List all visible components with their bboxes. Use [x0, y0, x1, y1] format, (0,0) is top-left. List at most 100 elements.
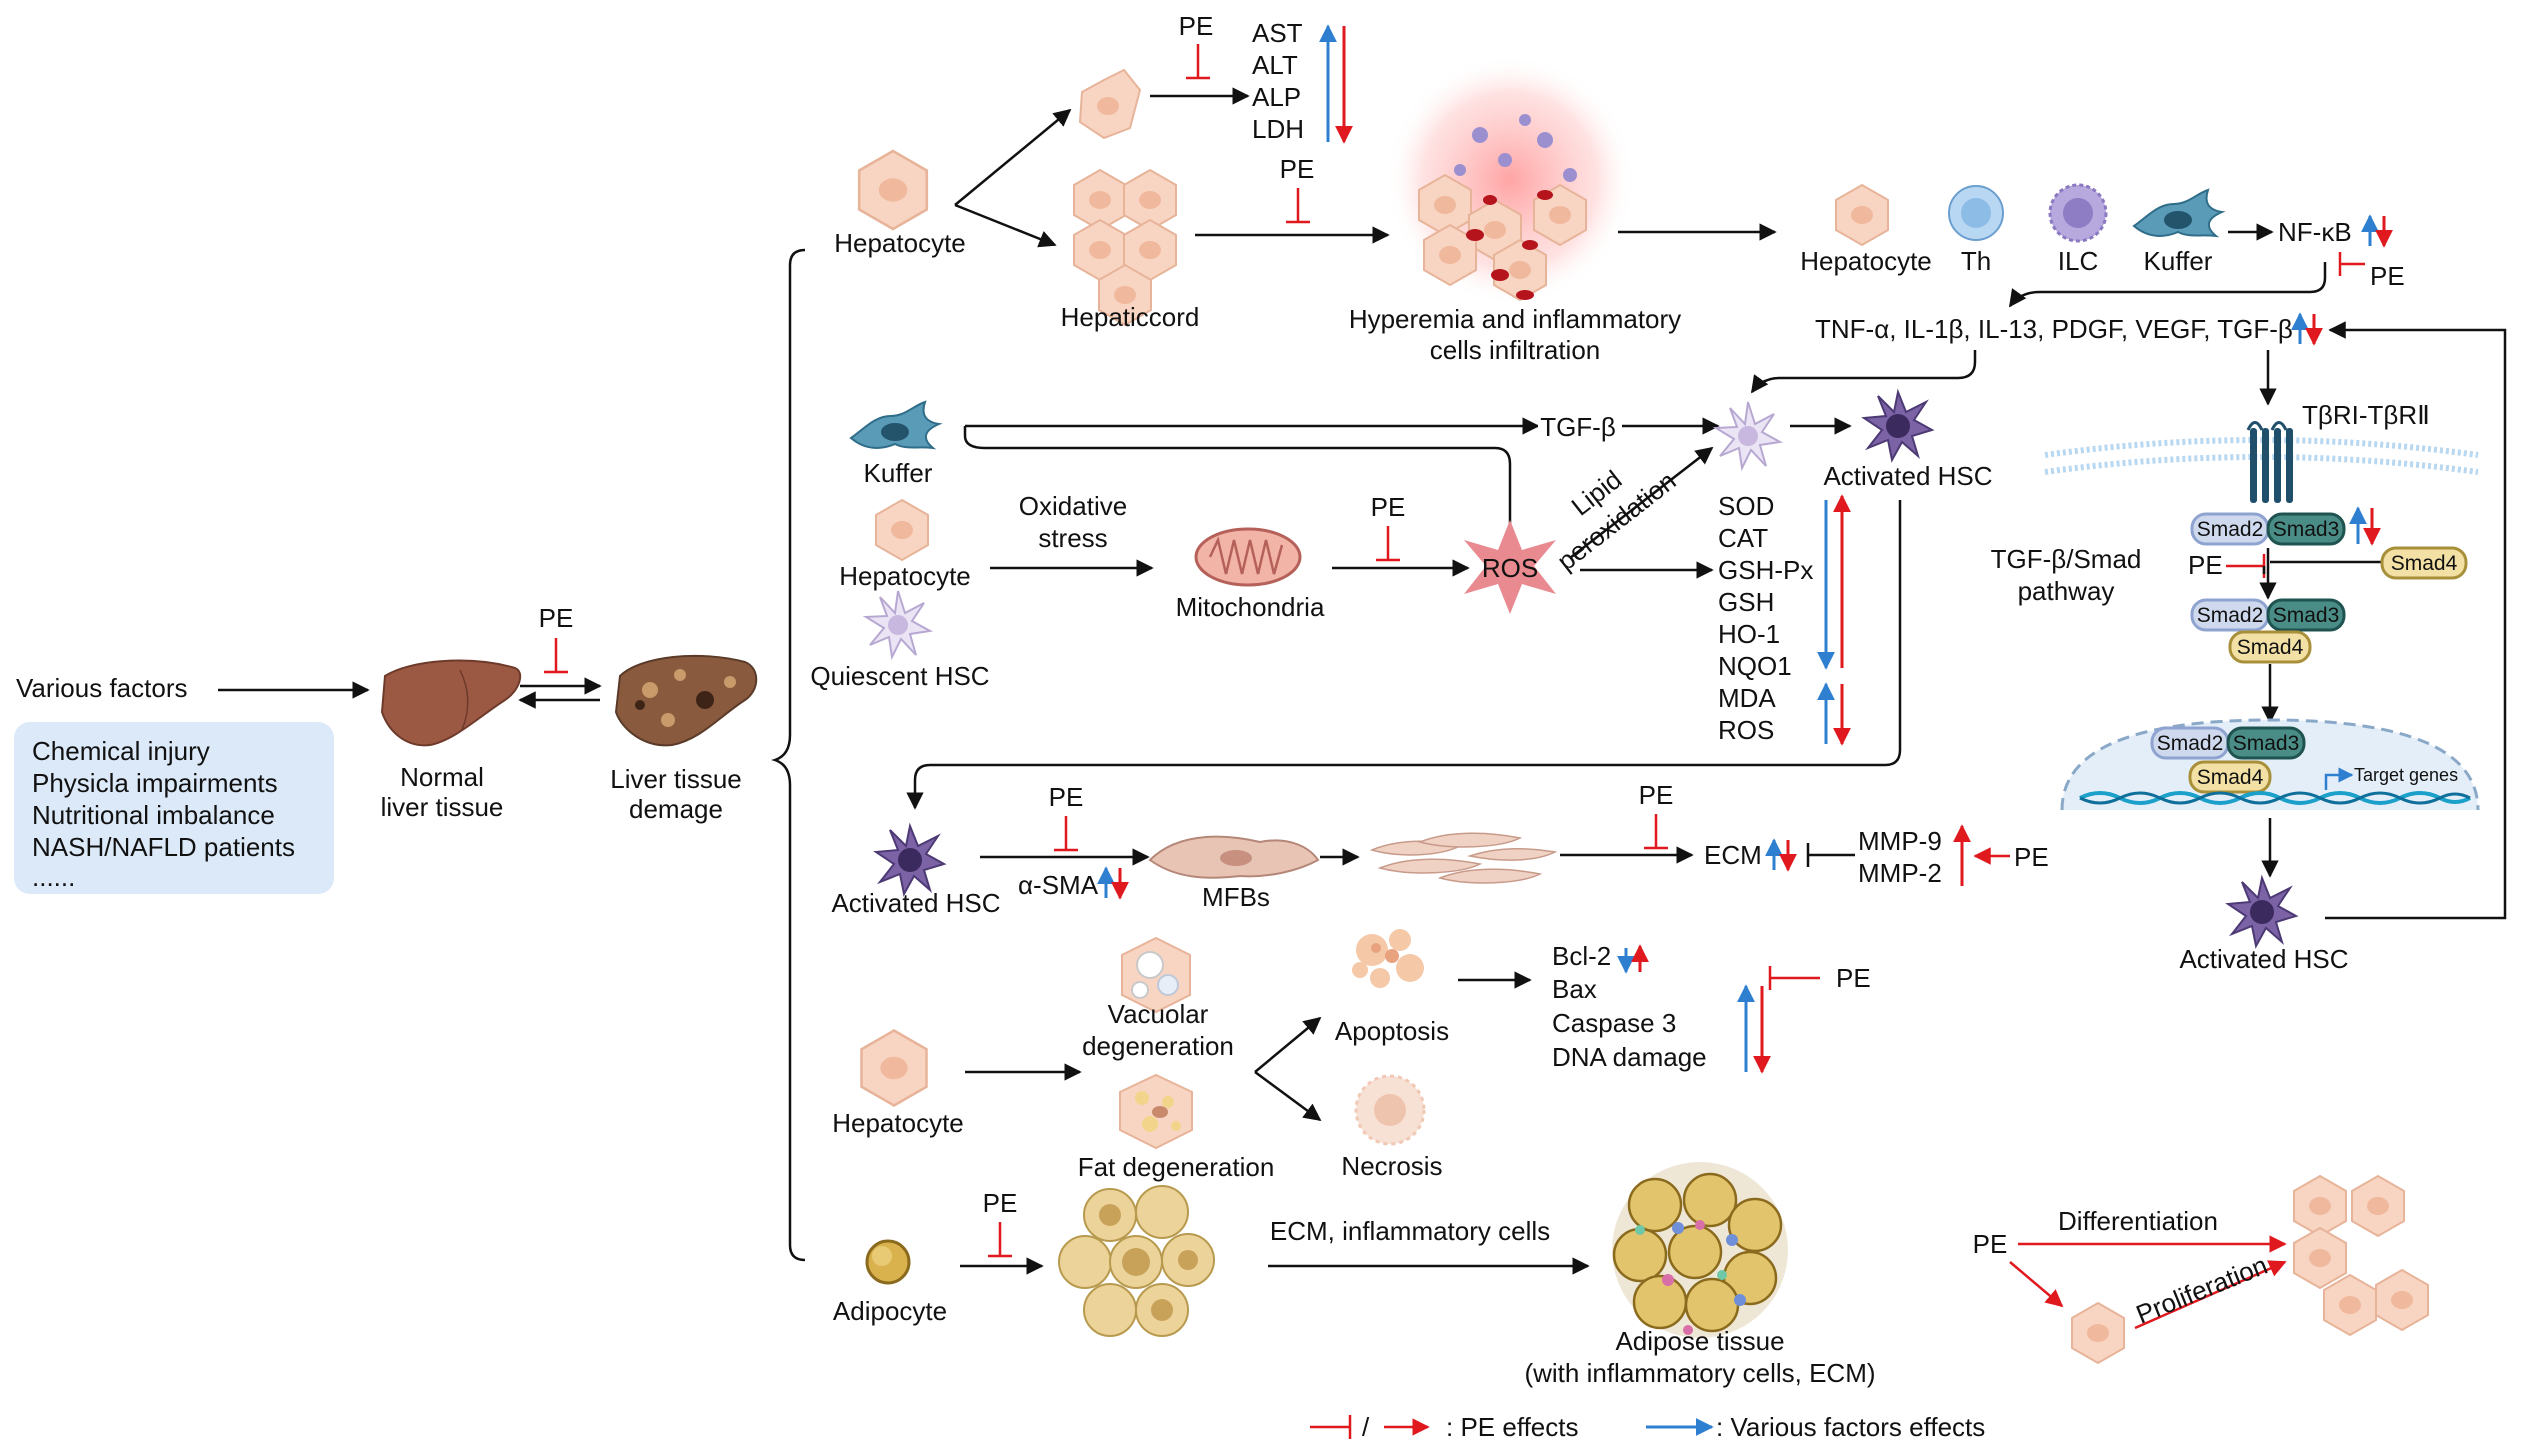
asma-label: α-SMA: [1018, 870, 1099, 900]
nfkb-label: NF-κB: [2278, 217, 2352, 247]
pe-label: PE: [1973, 1229, 2008, 1259]
proliferation-arrow: [2134, 1260, 2287, 1330]
lipid-peroxidation-arrow: [1569, 446, 1714, 559]
hepaticcord-label: Hepaticcord: [1061, 302, 1200, 332]
hyperemia-icon: [1385, 55, 1635, 305]
smad3-box: [2266, 512, 2346, 546]
factor-item: NASH/NAFLD patients: [32, 832, 295, 862]
cytokines-label: TNF-α, IL-1β, IL-13, PDGF, VEGF, TGF-β: [1815, 314, 2293, 344]
kuffer-cell-icon: [850, 401, 940, 449]
mmp-label: MMP-9: [1858, 826, 1942, 856]
pe-label: PE: [1639, 780, 1674, 810]
smad2-label: Smad2: [2157, 732, 2224, 755]
fat-cell-icon: [1119, 1073, 1193, 1150]
antioxidant-label: GSH: [1718, 587, 1774, 617]
apoptosis-label: Apoptosis: [1335, 1016, 1449, 1046]
mmp-inhibition: [1806, 843, 1855, 867]
antioxidant-label: ROS: [1718, 715, 1774, 745]
pe-inhibition: [1286, 188, 1310, 224]
ros-label: ROS: [1482, 553, 1538, 583]
pe-label: PE: [2370, 261, 2405, 291]
cytokine-to-hsc-arrow: [1750, 350, 1977, 394]
pe-label: PE: [983, 1188, 1018, 1218]
to-necrosis-arrow: [1254, 1070, 1322, 1122]
pe-inhibition: [544, 638, 568, 674]
pe-inhibition: [988, 1222, 1012, 1258]
pe-label: PE: [1371, 492, 1406, 522]
to-apoptosis-arrow: [1254, 1016, 1322, 1073]
pe-label: PE: [1049, 782, 1084, 812]
kuffer-to-ros-line: [963, 426, 1512, 540]
adipose-tissue-icon: [1612, 1162, 1788, 1338]
hsc-to-row3-arrow: [906, 500, 1902, 810]
to-cytokines-arrow: [2008, 262, 2327, 308]
hepatocyte-icon: [860, 1029, 928, 1107]
normal-liver-label: liver tissue: [381, 792, 504, 822]
various-factors-label: Various factors: [16, 673, 187, 703]
ilc-icon: [2048, 183, 2108, 243]
transcription-arrow: [2324, 767, 2354, 790]
pe-label: PE: [1836, 963, 1871, 993]
activated-hsc-label: Activated HSC: [2179, 944, 2348, 974]
pe-inhibition: [2338, 252, 2365, 276]
adipose-tissue-label: (with inflammatory cells, ECM): [1524, 1358, 1875, 1388]
pe-label: PE: [1179, 11, 1214, 41]
pe-inhibition: [1644, 814, 1668, 850]
antioxidant-label: SOD: [1718, 491, 1774, 521]
ecm-inflammatory-label: ECM, inflammatory cells: [1270, 1216, 1550, 1246]
pe-label: PE: [1280, 154, 1315, 184]
smad3-label: Smad3: [2273, 518, 2340, 541]
ecm-label: ECM: [1704, 840, 1762, 870]
normal-liver-label: Normal: [400, 762, 484, 792]
smad3-box: [2226, 726, 2306, 760]
receptor-icon: [2246, 421, 2293, 503]
antioxidant-label: GSH-Px: [1718, 555, 1813, 585]
quiescent-hsc-icon: [1715, 401, 1781, 469]
to-hepatocyte-arrow: [2009, 1261, 2064, 1308]
to-cell-arrow: [954, 108, 1072, 206]
vacuolar-cell-icon: [1121, 936, 1191, 1014]
smad3-box: [2266, 598, 2346, 632]
legend-pe-effects: : PE effects: [1446, 1412, 1578, 1442]
cell-membrane: [2044, 437, 2479, 475]
smad3-label: Smad3: [2273, 604, 2340, 627]
pe-inhibition: [1376, 526, 1400, 562]
factor-item: Chemical injury: [32, 736, 210, 766]
apoptosis-marker-label: Caspase 3: [1552, 1008, 1676, 1038]
hepatocyte-damaged-icon: [1078, 68, 1142, 140]
smad4-label: Smad4: [2197, 766, 2264, 789]
receptor-label: TβRI-TβRⅡ: [2302, 400, 2430, 430]
smad4-label: Smad4: [2391, 552, 2458, 575]
smad4-box: [2188, 760, 2272, 794]
adipocyte-cluster-icon: [1058, 1185, 1215, 1337]
hepatocyte-cluster-icon: [2293, 1175, 2429, 1336]
oxidative-stress-label: Oxidative: [1019, 491, 1127, 521]
factor-item: Nutritional imbalance: [32, 800, 275, 830]
enzyme-label: AST: [1252, 18, 1303, 48]
vacuolar-label: degeneration: [1082, 1031, 1234, 1061]
pe-inhibition: [1054, 816, 1078, 852]
pathway-label: TGF-β/Smad: [1991, 544, 2142, 574]
activated-hsc-icon: [1863, 391, 1933, 461]
liver-damage-label: demage: [629, 794, 723, 824]
antioxidant-label: CAT: [1718, 523, 1768, 553]
pe-inhibition: [1186, 44, 1210, 80]
activated-hsc-icon: [2227, 877, 2297, 947]
differentiation-label: Differentiation: [2058, 1206, 2218, 1236]
activated-hsc-icon: [875, 825, 945, 895]
liver-icon: [380, 659, 522, 747]
apoptosis-icon: [1352, 929, 1424, 988]
mitochondria-label: Mitochondria: [1176, 592, 1325, 622]
liver-damage-label: Liver tissue: [610, 764, 742, 794]
target-genes-label: Target genes: [2354, 765, 2458, 785]
activated-hsc-label: Activated HSC: [1823, 461, 1992, 491]
antioxidant-label: NQO1: [1718, 651, 1792, 681]
hepatocyte-label: Hepatocyte: [832, 1108, 964, 1138]
hepatocyte-icon: [875, 499, 929, 561]
tgfb-label: TGF-β: [1540, 412, 1616, 442]
immune-cell-label: ILC: [2058, 246, 2098, 276]
proliferation-label: Proliferation: [2132, 1250, 2272, 1330]
kuffer-cell-icon: [2133, 189, 2223, 237]
hyperemia-label: cells infiltration: [1430, 335, 1601, 365]
